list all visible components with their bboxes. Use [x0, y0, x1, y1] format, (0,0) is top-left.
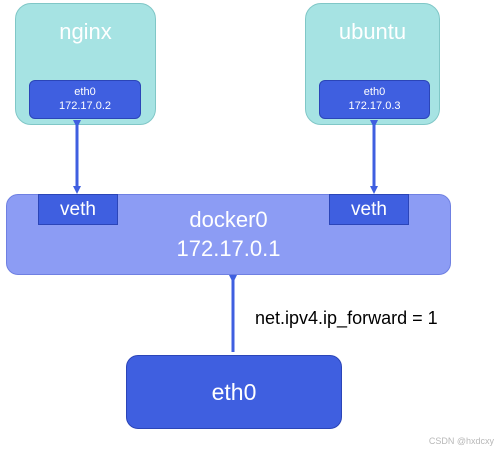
ubuntu-eth0-name: eth0 [363, 86, 386, 98]
veth-right: veth [329, 194, 409, 225]
container-ubuntu-title: ubuntu [338, 19, 407, 44]
ubuntu-eth0-interface: eth0 172.17.0.3 [319, 80, 430, 119]
bridge-ip: 172.17.0.1 [176, 236, 281, 261]
watermark: CSDN @hxdcxy [428, 436, 494, 446]
bridge-name: docker0 [189, 207, 268, 232]
nginx-eth0-ip: 172.17.0.2 [59, 100, 111, 112]
ip-forward-label: net.ipv4.ip_forward = 1 [255, 308, 438, 328]
nginx-eth0-name: eth0 [74, 86, 96, 98]
nginx-eth0-interface: eth0 172.17.0.2 [29, 80, 141, 119]
host-eth0: eth0 [126, 355, 342, 429]
veth-left: veth [38, 194, 118, 225]
container-nginx-title: nginx [59, 19, 112, 44]
ubuntu-eth0-ip: 172.17.0.3 [348, 100, 401, 112]
